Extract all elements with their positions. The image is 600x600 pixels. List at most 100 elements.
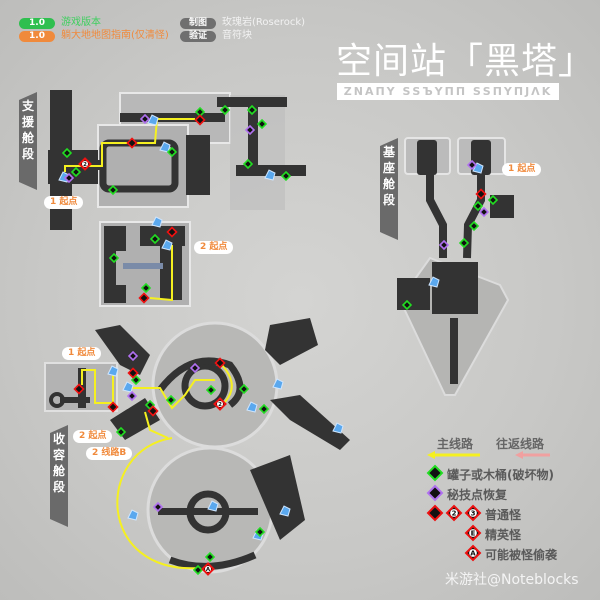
section-label-storage: 收容舱段 xyxy=(50,425,68,527)
enemy-marker-icon xyxy=(73,383,85,395)
technique-shard-icon xyxy=(127,509,139,521)
destructible-marker-icon xyxy=(219,104,231,116)
technique-shard-icon xyxy=(279,505,291,517)
technique-restore-marker-icon xyxy=(189,362,201,374)
legend-icons: 2 3E A xyxy=(426,464,482,562)
destructible-marker-icon xyxy=(115,426,127,438)
destructible-marker-icon xyxy=(165,394,177,406)
destructible-marker-icon xyxy=(401,299,413,311)
map-by-tag: 制图 xyxy=(180,18,216,29)
svg-text:2: 2 xyxy=(218,402,222,408)
page-title: 空间站「黑塔」 xyxy=(336,41,596,82)
destructible-marker-icon xyxy=(472,200,484,212)
map-by-value: 玫瑰岩(Roserock) xyxy=(222,17,306,28)
technique-shard-icon xyxy=(159,141,171,153)
guide-badge: 1.0 xyxy=(19,31,55,42)
svg-text:A: A xyxy=(470,549,476,557)
start-label-storage-route-b: 2 线路B xyxy=(86,447,133,460)
legend-normal-enemy: 普通怪 xyxy=(485,508,522,522)
technique-shard-icon xyxy=(428,276,440,288)
legend-ambush-enemy: 可能被怪偷袭 xyxy=(485,548,558,562)
start-label-support-1: 1 起点 xyxy=(44,196,84,209)
technique-shard-icon xyxy=(264,169,276,181)
destructible-marker-icon xyxy=(149,233,161,245)
destructible-marker-icon xyxy=(130,374,142,386)
enemy-marker-icon xyxy=(107,401,119,413)
enemy-marker-icon xyxy=(126,137,138,149)
destructible-marker-icon xyxy=(204,551,216,563)
enemy-marker-icon xyxy=(138,292,150,304)
start-label-base-1: 1 起点 xyxy=(502,163,542,176)
technique-shard-icon xyxy=(147,114,159,126)
main-routes xyxy=(64,118,233,570)
enemy-marker-icon xyxy=(127,367,139,379)
technique-restore-marker-icon xyxy=(466,159,478,171)
svg-text:2: 2 xyxy=(452,509,457,517)
destructible-marker-icon xyxy=(468,220,480,232)
legend-return-route: 往返线路 xyxy=(496,437,545,451)
technique-restore-marker-icon xyxy=(126,390,138,402)
technique-restore-marker-icon xyxy=(438,239,450,251)
enemy-marker-icon xyxy=(214,357,226,369)
legend-elite-enemy: 精英怪 xyxy=(485,528,522,542)
legend-route-arrows xyxy=(427,451,550,459)
svg-text:A: A xyxy=(206,567,211,573)
legend-enemy-icon xyxy=(426,504,444,522)
title-logo-script: ZNAПY ЅЅЪYПП ЅЅПYПJΛK xyxy=(337,83,559,100)
destructible-marker-icon xyxy=(238,383,250,395)
technique-shard-icon xyxy=(272,378,284,390)
destructible-marker-icon xyxy=(108,252,120,264)
support-section-map xyxy=(48,90,306,307)
legend-main-route: 主线路 xyxy=(437,437,474,451)
technique-restore-marker-icon xyxy=(152,501,164,513)
technique-restore-marker-icon xyxy=(139,113,151,125)
version-label: 游戏版本 xyxy=(61,17,101,28)
destructible-marker-icon xyxy=(61,147,73,159)
enemy-marker-icon xyxy=(194,114,206,126)
destructible-marker-icon xyxy=(140,282,152,294)
svg-text:2: 2 xyxy=(83,162,87,168)
destructible-marker-icon xyxy=(242,158,254,170)
technique-restore-marker-icon xyxy=(63,172,75,184)
svg-text:E: E xyxy=(471,529,476,537)
start-label-support-2: 2 起点 xyxy=(194,241,234,254)
technique-shard-icon xyxy=(161,239,173,251)
section-label-base: 基座舱段 xyxy=(380,138,398,240)
technique-shard-icon xyxy=(207,500,219,512)
enemy-marker-icon xyxy=(147,405,159,417)
destructible-marker-icon xyxy=(254,526,266,538)
technique-restore-marker-icon xyxy=(127,350,139,362)
destructible-marker-icon xyxy=(280,170,292,182)
destructible-marker-icon xyxy=(192,564,204,576)
version-badge: 1.0 xyxy=(19,18,55,29)
enemy-marker-icon xyxy=(475,188,487,200)
start-label-storage-2: 2 起点 xyxy=(73,430,113,443)
technique-shard-icon xyxy=(122,381,134,393)
enemy-marker-icon xyxy=(166,226,178,238)
technique-shard-icon xyxy=(332,422,344,434)
svg-text:3: 3 xyxy=(471,509,476,517)
destructible-marker-icon xyxy=(487,194,499,206)
legend-destructible-icon xyxy=(426,464,444,482)
destructible-marker-icon xyxy=(258,403,270,415)
section-label-support: 支援舱段 xyxy=(19,92,37,190)
legend-technique-icon xyxy=(426,484,444,502)
legend-technique-restore: 秘技点恢复 xyxy=(447,488,508,502)
technique-shard-icon xyxy=(151,216,163,228)
base-section-map xyxy=(397,137,514,396)
technique-shard-icon xyxy=(246,401,258,413)
guide-label: 躺大地地图指南(仅清怪) xyxy=(61,30,169,41)
technique-restore-marker-icon xyxy=(478,206,490,218)
destructible-marker-icon xyxy=(458,237,470,249)
technique-shard-icon xyxy=(107,365,119,377)
start-label-storage-1: 1 起点 xyxy=(62,347,102,360)
destructible-marker-icon xyxy=(166,146,178,158)
destructible-marker-icon xyxy=(205,384,217,396)
destructible-marker-icon xyxy=(107,184,119,196)
destructible-marker-icon xyxy=(70,166,82,178)
map-markers: 2 2A xyxy=(58,104,499,576)
technique-restore-marker-icon xyxy=(244,124,256,136)
verify-tag: 验证 xyxy=(180,31,216,42)
legend-destructible: 罐子或木桶(破坏物) xyxy=(447,468,554,482)
